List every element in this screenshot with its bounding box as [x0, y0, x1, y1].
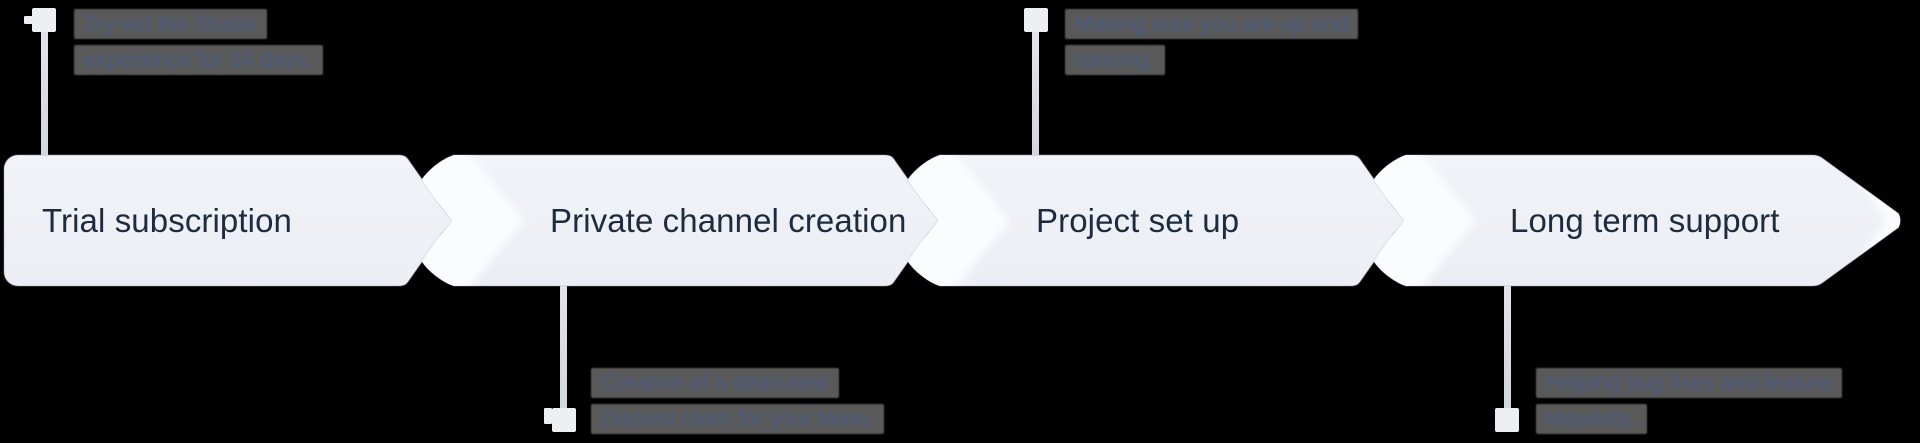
callout-4-line-2: requests. — [1536, 404, 1647, 434]
callout-3-text: Creation of a dedicated Discord room for… — [591, 368, 884, 440]
chevron-highlight-wedge — [907, 155, 1009, 286]
callout-4-line-1: Helping bug fixes and feature — [1536, 368, 1843, 398]
callout-4-connector-line — [1504, 286, 1511, 410]
callout-2-connector-line — [1032, 30, 1039, 156]
callout-2-line-2: running. — [1065, 45, 1165, 75]
callout-1-connector-line — [41, 30, 48, 156]
callout-3-line-1: Creation of a dedicated — [591, 368, 839, 398]
chevron-highlight-wedge — [1373, 155, 1475, 286]
step-arrow-body — [3, 154, 455, 287]
callout-1-marker — [32, 8, 56, 32]
callout-2-text: Making sure you are up and running. — [1065, 9, 1358, 81]
callout-1-marker-nub — [24, 16, 33, 24]
step-shape-trial-subscription — [3, 154, 455, 287]
callout-1-line-1: Try out the Studio — [74, 9, 267, 39]
callout-1-text: Try out the Studio experience for 14 day… — [74, 9, 323, 81]
callout-3-marker-nub — [544, 408, 552, 424]
callout-3-marker — [552, 408, 576, 432]
chevron-highlight-wedge — [421, 155, 523, 286]
step-label-project-set-up: Project set up — [1036, 202, 1240, 239]
step-label-trial-subscription: Trial subscription — [42, 202, 292, 239]
callout-3-connector-line — [560, 286, 567, 410]
callout-2-line-1: Making sure you are up and — [1065, 9, 1358, 39]
step-shape-private-channel-creation — [420, 154, 941, 287]
step-label-private-channel-creation: Private channel creation — [550, 202, 907, 239]
callout-1-line-2: experience for 14 days. — [74, 45, 323, 75]
step-label-long-term-support: Long term support — [1510, 202, 1780, 239]
callout-4-marker — [1495, 408, 1519, 432]
callout-2-marker — [1024, 8, 1048, 32]
arrow-tip-highlight — [1832, 155, 1901, 286]
callout-4-text: Helping bug fixes and feature requests. — [1536, 368, 1843, 440]
callout-3-line-2: Discord room for your team. — [591, 404, 884, 434]
step-shape-project-set-up — [906, 154, 1407, 287]
step-shape-long-term-support — [1372, 154, 1901, 287]
